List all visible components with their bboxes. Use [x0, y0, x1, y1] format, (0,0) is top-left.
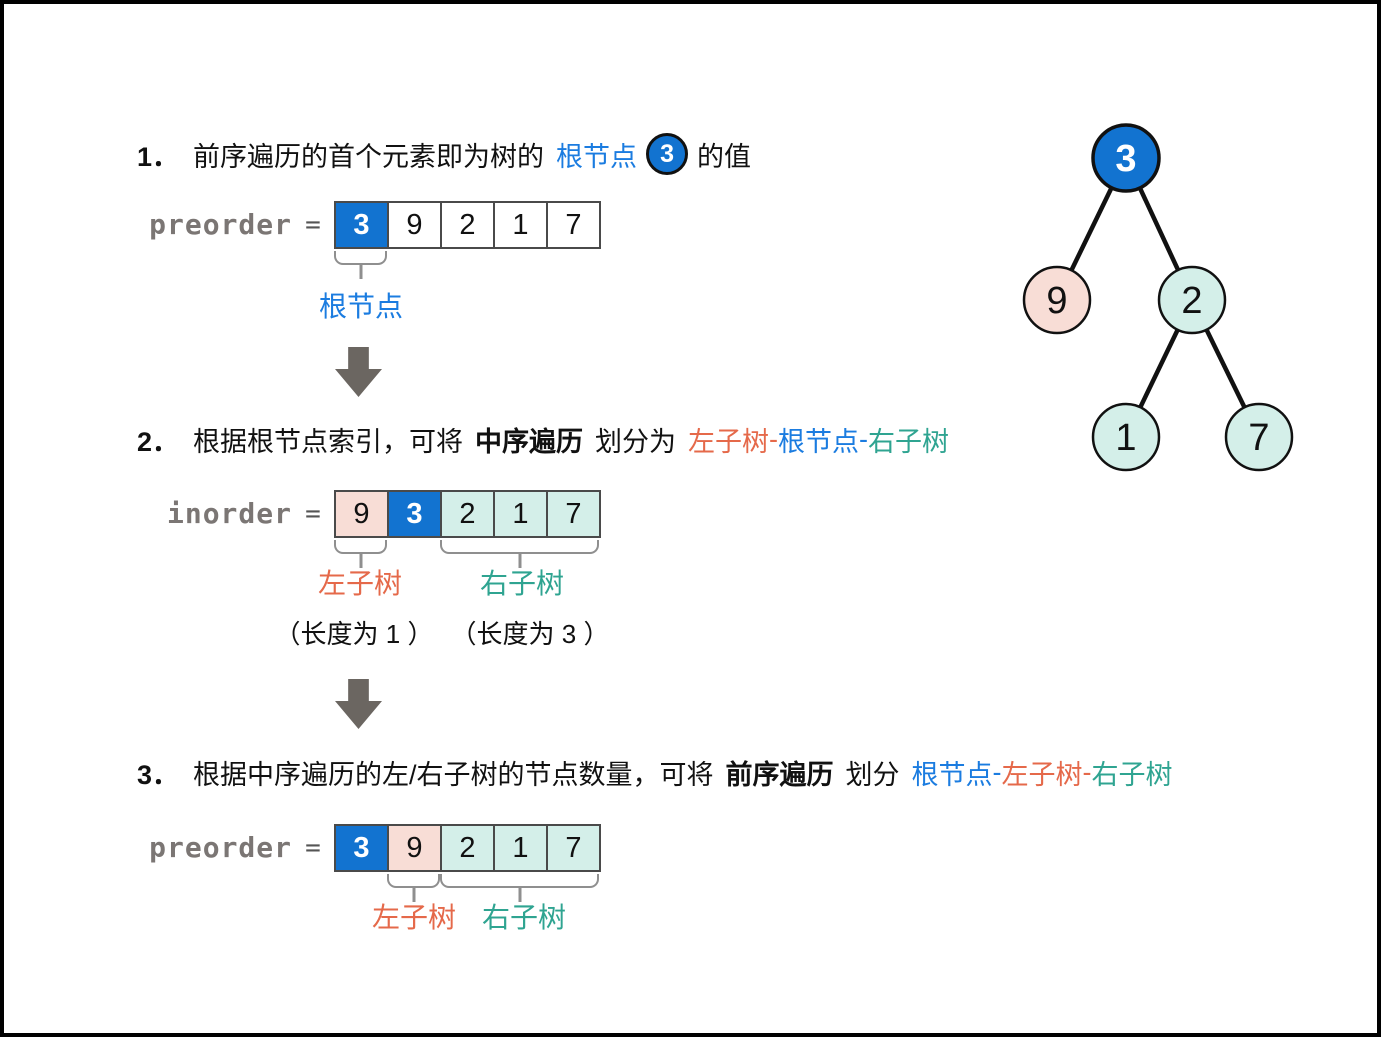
left-subtree-brace-label: 左子树	[317, 568, 403, 599]
inorder-array-row: inorder = 9 3 2 1 7	[4, 490, 704, 538]
array-cell: 3	[334, 824, 389, 872]
tree-node-value: 7	[1248, 417, 1269, 459]
array-cell: 3	[387, 490, 442, 538]
left-subtree-underbrace	[387, 874, 440, 888]
step3-dash1: -	[992, 757, 1002, 787]
array-cell: 3	[334, 201, 389, 249]
step3-root: 根节点	[911, 760, 993, 790]
preorder-cells-row2: 3 9 2 1 7	[334, 824, 601, 872]
step2-root: 根节点	[778, 427, 860, 457]
step2-dash2: -	[859, 424, 869, 454]
equals-sign: =	[305, 833, 321, 863]
tree-node-value: 3	[1115, 138, 1136, 180]
step1-text-a: 前序遍历的首个元素即为树的	[193, 141, 545, 172]
length-note-right: （长度为 3 ）	[450, 619, 610, 649]
step2-line: 2． 根据根节点索引，可将 中序遍历 划分为 左子树 - 根节点 - 右子树	[137, 420, 949, 459]
step3-dash2: -	[1082, 757, 1092, 787]
tree-node-value: 2	[1181, 280, 1202, 322]
left-subtree-brace-label: 左子树	[371, 902, 457, 933]
step2-left-subtree: 左子树	[688, 427, 770, 457]
preorder-array-row2: preorder = 3 9 2 1 7	[4, 824, 704, 872]
tree-node-value: 1	[1115, 417, 1136, 459]
step2-number: 2．	[137, 427, 180, 457]
inorder-cells: 9 3 2 1 7	[334, 490, 601, 538]
step2-text-a: 根据根节点索引，可将	[193, 427, 464, 457]
array-cell: 9	[334, 490, 389, 538]
tree-node-value: 9	[1046, 280, 1067, 322]
root-node-badge: 3	[646, 133, 689, 175]
binary-tree: 3 9 2 1 7	[1022, 123, 1294, 472]
equals-sign: =	[305, 210, 321, 240]
down-arrow-icon	[335, 347, 382, 397]
preorder-cells-row1: 3 9 2 1 7	[334, 201, 601, 249]
root-underbrace	[334, 251, 387, 265]
array-cell: 9	[387, 824, 442, 872]
step1-number: 1．	[137, 141, 180, 172]
tree-node-right-right: 7	[1224, 402, 1294, 472]
tree-node-right-left: 1	[1091, 402, 1161, 472]
right-subtree-underbrace	[440, 540, 599, 554]
array-cell: 1	[493, 490, 548, 538]
step2-text-b: 划分为	[595, 427, 677, 457]
root-node-badge-value: 3	[660, 139, 674, 168]
array-cell: 7	[546, 824, 601, 872]
tree-node-right: 2	[1157, 265, 1227, 335]
step2-bold-term: 中序遍历	[475, 427, 584, 457]
preorder-label: preorder	[149, 208, 292, 241]
step3-line: 3． 根据中序遍历的左/右子树的节点数量，可将 前序遍历 划分 根节点 - 左子…	[137, 753, 1173, 792]
array-cell: 2	[440, 201, 495, 249]
right-subtree-underbrace	[440, 874, 599, 888]
step1-line: 1． 前序遍历的首个元素即为树的 根节点 3 的值	[137, 133, 751, 175]
array-cell: 9	[387, 201, 442, 249]
equals-sign: =	[305, 499, 321, 529]
inorder-label: inorder	[166, 497, 292, 530]
array-cell: 1	[493, 201, 548, 249]
preorder-label: preorder	[149, 831, 292, 864]
tree-node-left: 9	[1022, 265, 1092, 335]
preorder-array-row1: preorder = 3 9 2 1 7	[4, 201, 704, 249]
array-cell: 1	[493, 824, 548, 872]
step2-dash1: -	[769, 424, 779, 454]
array-cell: 7	[546, 490, 601, 538]
step3-text-a: 根据中序遍历的左/右子树的节点数量，可将	[193, 760, 714, 790]
array-cell: 2	[440, 490, 495, 538]
right-subtree-brace-label: 右子树	[479, 568, 565, 599]
step3-text-b: 划分	[845, 760, 900, 790]
step1-text-b: 的值	[697, 141, 752, 172]
left-subtree-underbrace	[334, 540, 387, 554]
down-arrow-icon	[335, 679, 382, 729]
step1-root-label: 根节点	[556, 141, 638, 172]
length-note-left: （长度为 1 ）	[274, 619, 434, 649]
step3-bold-term: 前序遍历	[725, 760, 834, 790]
array-cell: 2	[440, 824, 495, 872]
tree-node-root: 3	[1091, 123, 1161, 193]
array-cell: 7	[546, 201, 601, 249]
step3-number: 3．	[137, 760, 180, 790]
step3-left-subtree: 左子树	[1001, 760, 1083, 790]
right-subtree-brace-label: 右子树	[481, 902, 567, 933]
step3-right-subtree: 右子树	[1091, 760, 1173, 790]
step2-right-subtree: 右子树	[868, 427, 950, 457]
root-brace-label: 根节点	[318, 291, 404, 322]
